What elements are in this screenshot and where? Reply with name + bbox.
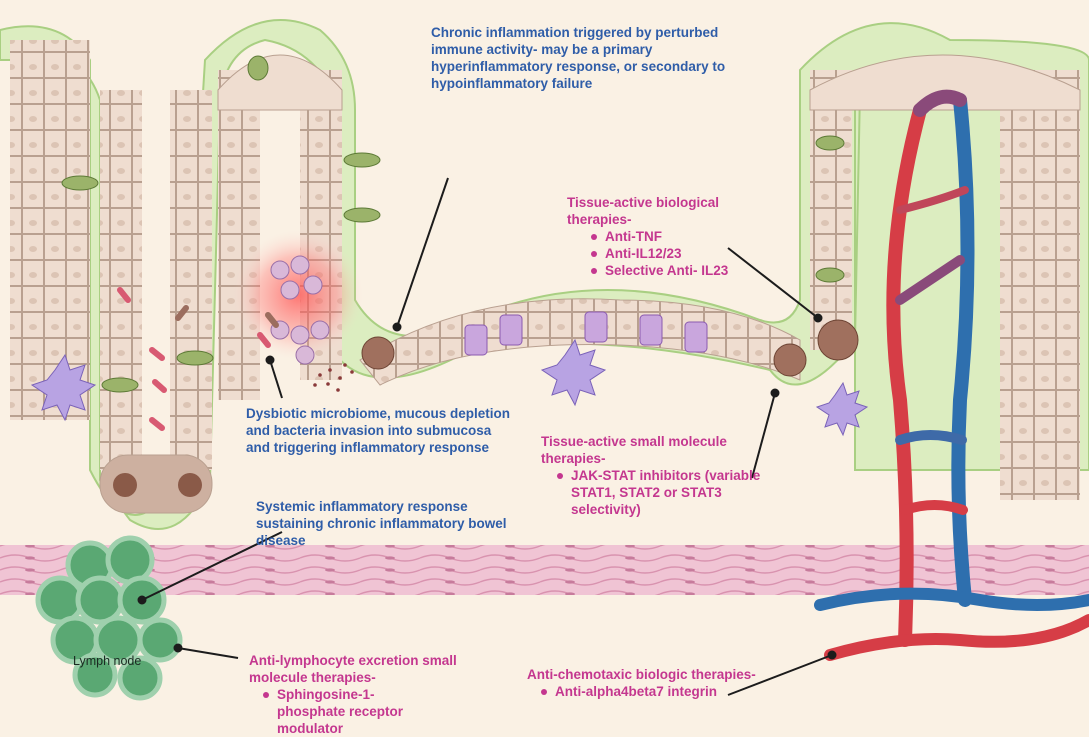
epithelium-villus-left: [218, 70, 260, 400]
list-item: Selective Anti- IL23: [589, 262, 807, 279]
label-systemic: Systemic inflammatory response sustainin…: [256, 498, 516, 549]
epithelium-left-wall: [10, 40, 90, 420]
list-item: Sphingosine-1-phosphate receptor modulat…: [261, 686, 431, 737]
label-chronic-inflammation: Chronic inflammation triggered by pertur…: [431, 24, 731, 92]
small-molecule-title: Tissue-active small molecule therapies-: [541, 433, 751, 467]
label-anti-chemotaxic: Anti-chemotaxic biologic therapies- Anti…: [527, 666, 787, 700]
label-tissue-biological: Tissue-active biological therapies- Anti…: [567, 194, 807, 279]
tissue-bio-list: Anti-TNF Anti-IL12/23 Selective Anti- IL…: [589, 228, 807, 279]
muscle-layer: [0, 545, 1089, 595]
chemotaxic-list: Anti-alpha4beta7 integrin: [539, 683, 787, 700]
label-dysbiotic: Dysbiotic microbiome, mucous depletion a…: [246, 405, 516, 456]
epithelium-crypt-left: [100, 90, 142, 470]
list-item: Anti-IL12/23: [589, 245, 807, 262]
lymphocyte-list: Sphingosine-1-phosphate receptor modulat…: [261, 686, 431, 737]
epithelium-crypt-right: [170, 90, 212, 470]
list-item: Anti-alpha4beta7 integrin: [539, 683, 787, 700]
small-molecule-list: JAK-STAT inhibitors (variable STAT1, STA…: [555, 467, 785, 518]
lymphocyte-title: Anti-lymphocyte excretion small molecule…: [249, 652, 469, 686]
list-item: JAK-STAT inhibitors (variable STAT1, STA…: [555, 467, 785, 518]
chemotaxic-title: Anti-chemotaxic biologic therapies-: [527, 666, 787, 683]
label-small-molecule: Tissue-active small molecule therapies- …: [541, 433, 781, 518]
list-item: Anti-TNF: [589, 228, 807, 245]
lymph-node-label: Lymph node: [73, 654, 141, 668]
tissue-bio-title: Tissue-active biological therapies-: [567, 194, 767, 228]
epithelium-right-villus-right: [1000, 70, 1080, 500]
label-anti-lymphocyte: Anti-lymphocyte excretion small molecule…: [249, 652, 489, 737]
epithelium-right-villus-left: [810, 70, 852, 350]
